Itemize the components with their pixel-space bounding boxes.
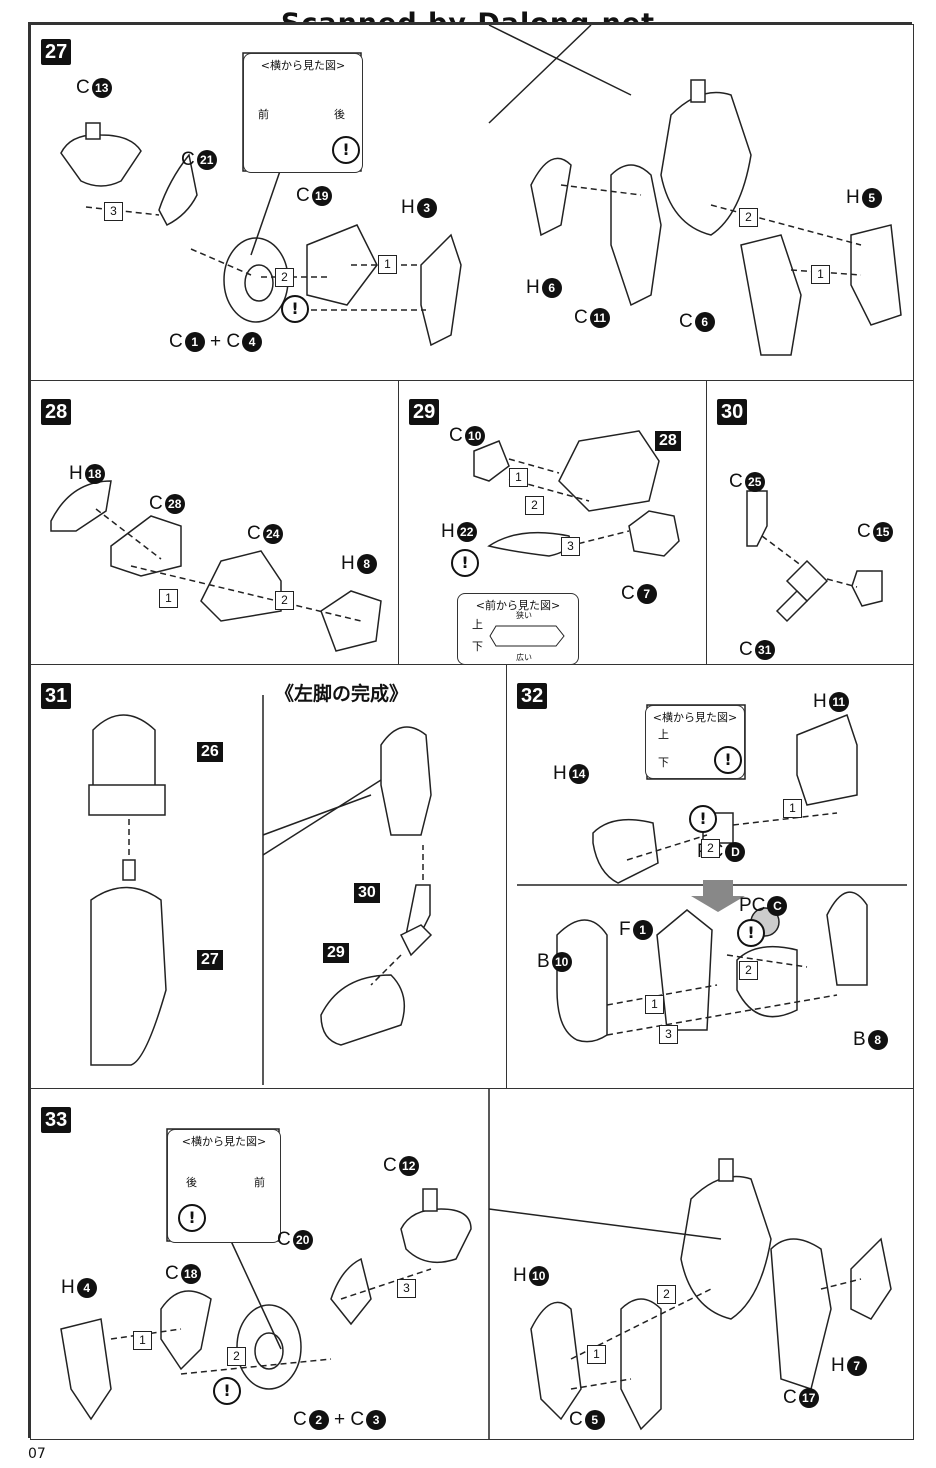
ref-29: 29	[323, 943, 349, 963]
warning-icon: !	[332, 136, 360, 164]
step-32-panel: 32	[506, 664, 914, 1090]
step-31-panel: 31 《左脚の完成》 26	[30, 664, 508, 1090]
parts-illustration	[60, 1089, 892, 1439]
step-marker: 1	[811, 265, 830, 284]
warning-icon: !	[451, 549, 479, 577]
step-marker: 2	[275, 591, 294, 610]
parts-illustration	[517, 704, 907, 1043]
step-number: 28	[41, 399, 72, 425]
step-marker: 2	[739, 208, 758, 227]
step-marker: 2	[227, 1347, 246, 1366]
ref-27: 27	[197, 950, 223, 970]
step-marker: 3	[561, 537, 580, 556]
step-33-panel: 33	[30, 1088, 914, 1440]
step-number: 32	[517, 683, 548, 709]
warning-icon: !	[213, 1377, 241, 1405]
parts-illustration	[746, 490, 883, 623]
step-marker: 2	[275, 268, 294, 287]
step-marker: 1	[378, 255, 397, 274]
step-number: 29	[409, 399, 440, 425]
instruction-page: 27	[28, 22, 914, 1440]
step-marker: 2	[701, 839, 720, 858]
step-marker: 1	[133, 1331, 152, 1350]
step-number: 33	[41, 1107, 72, 1133]
step-number: 31	[41, 683, 72, 709]
warning-icon: !	[714, 746, 742, 774]
parts-illustration	[88, 695, 433, 1085]
step-number: 30	[717, 399, 748, 425]
step-marker: 2	[525, 496, 544, 515]
side-view-callout: <横から見た図> 前 後 !	[243, 53, 363, 173]
ref-26: 26	[197, 742, 223, 762]
page-number: 07	[28, 1446, 46, 1462]
step-marker: 2	[657, 1285, 676, 1304]
side-view-callout: <横から見た図> 上 下 !	[645, 705, 745, 779]
step-marker: 1	[509, 468, 528, 487]
warning-icon: !	[737, 919, 765, 947]
part-ref-28: 28	[655, 431, 681, 451]
step-marker: 1	[645, 995, 664, 1014]
completed-left-leg-title: 《左脚の完成》	[275, 683, 409, 705]
step-number: 27	[41, 39, 72, 65]
parts-illustration	[50, 480, 382, 652]
step-marker: 2	[739, 961, 758, 980]
warning-icon: !	[689, 805, 717, 833]
step-marker: 3	[104, 202, 123, 221]
step-marker: 3	[397, 1279, 416, 1298]
step-marker: 1	[587, 1345, 606, 1364]
warning-icon: !	[281, 295, 309, 323]
side-view-callout: <横から見た図> 後 前 !	[167, 1129, 281, 1243]
front-view-shape	[489, 625, 565, 647]
warning-icon: !	[178, 1204, 206, 1232]
parts-illustration	[473, 430, 680, 557]
step-marker: 3	[659, 1025, 678, 1044]
ref-30: 30	[354, 883, 380, 903]
step-marker: 1	[783, 799, 802, 818]
parts-illustration	[60, 25, 902, 356]
step-marker: 1	[159, 589, 178, 608]
step-27-panel: 27	[30, 24, 914, 382]
front-view-callout: <前から見た図> 上 下 狭い 広い	[457, 593, 579, 665]
